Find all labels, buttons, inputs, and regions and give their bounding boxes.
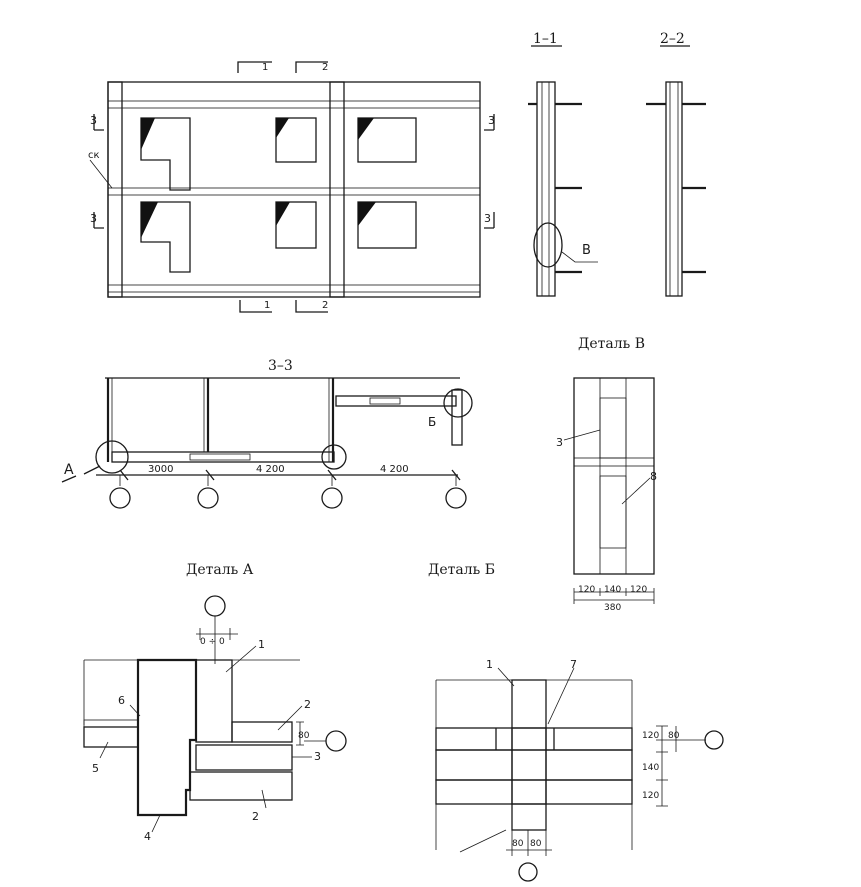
plan-3-3 (61, 377, 473, 509)
column-label: ск (88, 150, 100, 161)
detail-v-title: Деталь В (578, 336, 645, 352)
plan-dim-1: 3000 (148, 464, 173, 475)
detail-a-callout-2: 2 (304, 698, 311, 711)
plan-dim-2: 4 200 (256, 464, 285, 475)
detail-a-dim-80: 80 (298, 731, 310, 741)
detail-a-drawing (83, 595, 347, 833)
detail-a-title: Деталь А (186, 562, 254, 578)
plan-marker-b: Б (428, 415, 436, 429)
section-2-2 (646, 45, 706, 297)
cut-mark-1-bottom: 1 (264, 300, 270, 311)
detail-b-dim-140: 140 (642, 763, 659, 773)
facade-elevation (89, 61, 495, 313)
detail-b-dim-bottom-2: 80 (530, 839, 542, 849)
detail-b-dim-bottom-1: 80 (512, 839, 524, 849)
detail-a-callout-6: 6 (118, 694, 125, 707)
detail-a-callout-1: 1 (258, 638, 265, 651)
detail-b-callout-7: 7 (570, 658, 577, 671)
plan-dim-3: 4 200 (380, 464, 409, 475)
side-mark-3-left-top: 3 (90, 114, 97, 127)
detail-v-callout-3: 3 (556, 436, 563, 449)
detail-b-dim-120b: 120 (642, 791, 659, 801)
detail-a-callout-5: 5 (92, 762, 99, 775)
side-mark-3-right-top: 3 (488, 114, 495, 127)
section-1-1-title: 1–1 (533, 31, 558, 47)
detail-a-callout-4: 4 (144, 830, 151, 843)
section-2-2-title: 2–2 (660, 31, 685, 47)
detail-v-total: 380 (604, 603, 621, 613)
cut-mark-1-top: 1 (262, 62, 268, 73)
detail-v-callout-8: 8 (650, 470, 657, 483)
cut-mark-2-top: 2 (322, 62, 328, 73)
detail-b-callout-1: 1 (486, 658, 493, 671)
plan-marker-a: А (64, 462, 74, 478)
side-mark-3-left-bottom: 3 (90, 212, 97, 225)
detail-a-callout-3: 3 (314, 750, 321, 763)
detail-b-marker: В (582, 243, 591, 258)
detail-b-title: Деталь Б (428, 562, 495, 578)
side-mark-3-right-bottom: 3 (484, 212, 491, 225)
detail-v-drawing (563, 377, 655, 604)
detail-b-dim-120a: 120 (642, 731, 659, 741)
cut-mark-2-bottom: 2 (322, 300, 328, 311)
plan-title: 3–3 (268, 358, 293, 374)
detail-b-drawing (435, 667, 724, 882)
detail-a-callout-2b: 2 (252, 810, 259, 823)
detail-v-dim-1: 120 (578, 585, 595, 595)
detail-v-dim-3: 120 (630, 585, 647, 595)
detail-a-offset-dim: 0 ÷ 0 (200, 637, 225, 647)
section-1-1 (528, 45, 598, 297)
detail-b-dim-80: 80 (668, 731, 680, 741)
detail-v-dim-2: 140 (604, 585, 621, 595)
